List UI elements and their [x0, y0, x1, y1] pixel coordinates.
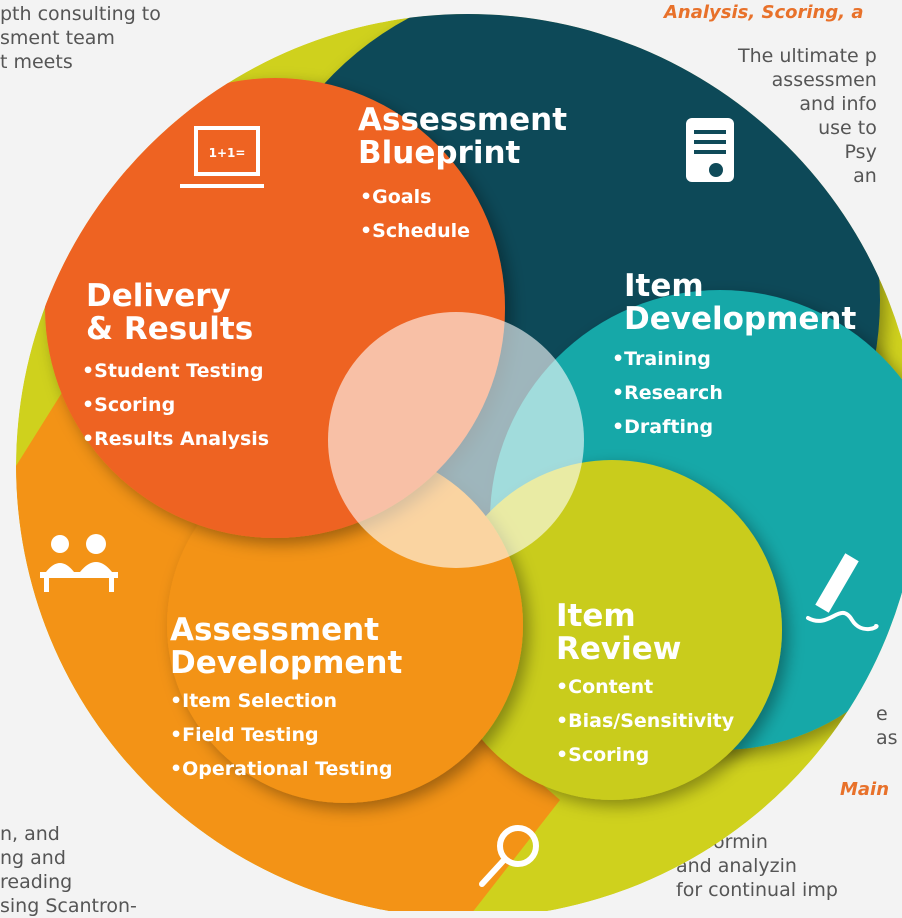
chalkboard-text: 1+1= — [209, 146, 246, 160]
delivery-list: Student Testing Scoring Results Analysis — [82, 354, 269, 456]
list-item: Results Analysis — [82, 422, 269, 456]
list-item: Scoring — [556, 738, 734, 772]
item-review-list: Content Bias/Sensitivity Scoring — [556, 670, 734, 772]
list-item: Goals — [360, 180, 470, 214]
chalkboard-icon: 1+1= — [180, 126, 264, 188]
center-circle — [328, 312, 584, 568]
magnifier-icon — [479, 825, 539, 887]
edge-text-top-left: pth consulting to sment team t meets — [0, 3, 161, 73]
blueprint-list: Goals Schedule — [360, 180, 470, 248]
list-item: Item Selection — [170, 684, 392, 718]
edge-title-top-right: Analysis, Scoring, a — [664, 2, 864, 23]
list-item: Training — [612, 342, 723, 376]
edge-text-top-right: The ultimate p assessmen and info use to… — [738, 45, 877, 187]
list-item: Content — [556, 670, 734, 704]
edge-text-right-lower: e as — [876, 703, 898, 749]
list-item: Field Testing — [170, 718, 392, 752]
list-item: Student Testing — [82, 354, 269, 388]
item-review-title: Item Review — [556, 598, 682, 667]
list-item: Scoring — [82, 388, 269, 422]
list-item: Operational Testing — [170, 752, 392, 786]
list-item: Bias/Sensitivity — [556, 704, 734, 738]
edge-title-bottom-right: Main — [840, 779, 890, 800]
students-desk-icon — [40, 534, 118, 592]
assessment-development-title: Assessment Development — [170, 612, 403, 681]
delivery-title: Delivery & Results — [86, 278, 254, 347]
blueprint-title: Assessment Blueprint — [358, 102, 568, 171]
item-development-list: Training Research Drafting — [612, 342, 723, 444]
list-item: Schedule — [360, 214, 470, 248]
list-item: Drafting — [612, 410, 723, 444]
pencil-signature-icon — [806, 553, 879, 631]
document-icon — [686, 118, 734, 182]
assessment-development-list: Item Selection Field Testing Operational… — [170, 684, 392, 786]
item-development-title: Item Development — [624, 268, 857, 337]
list-item: Research — [612, 376, 723, 410]
